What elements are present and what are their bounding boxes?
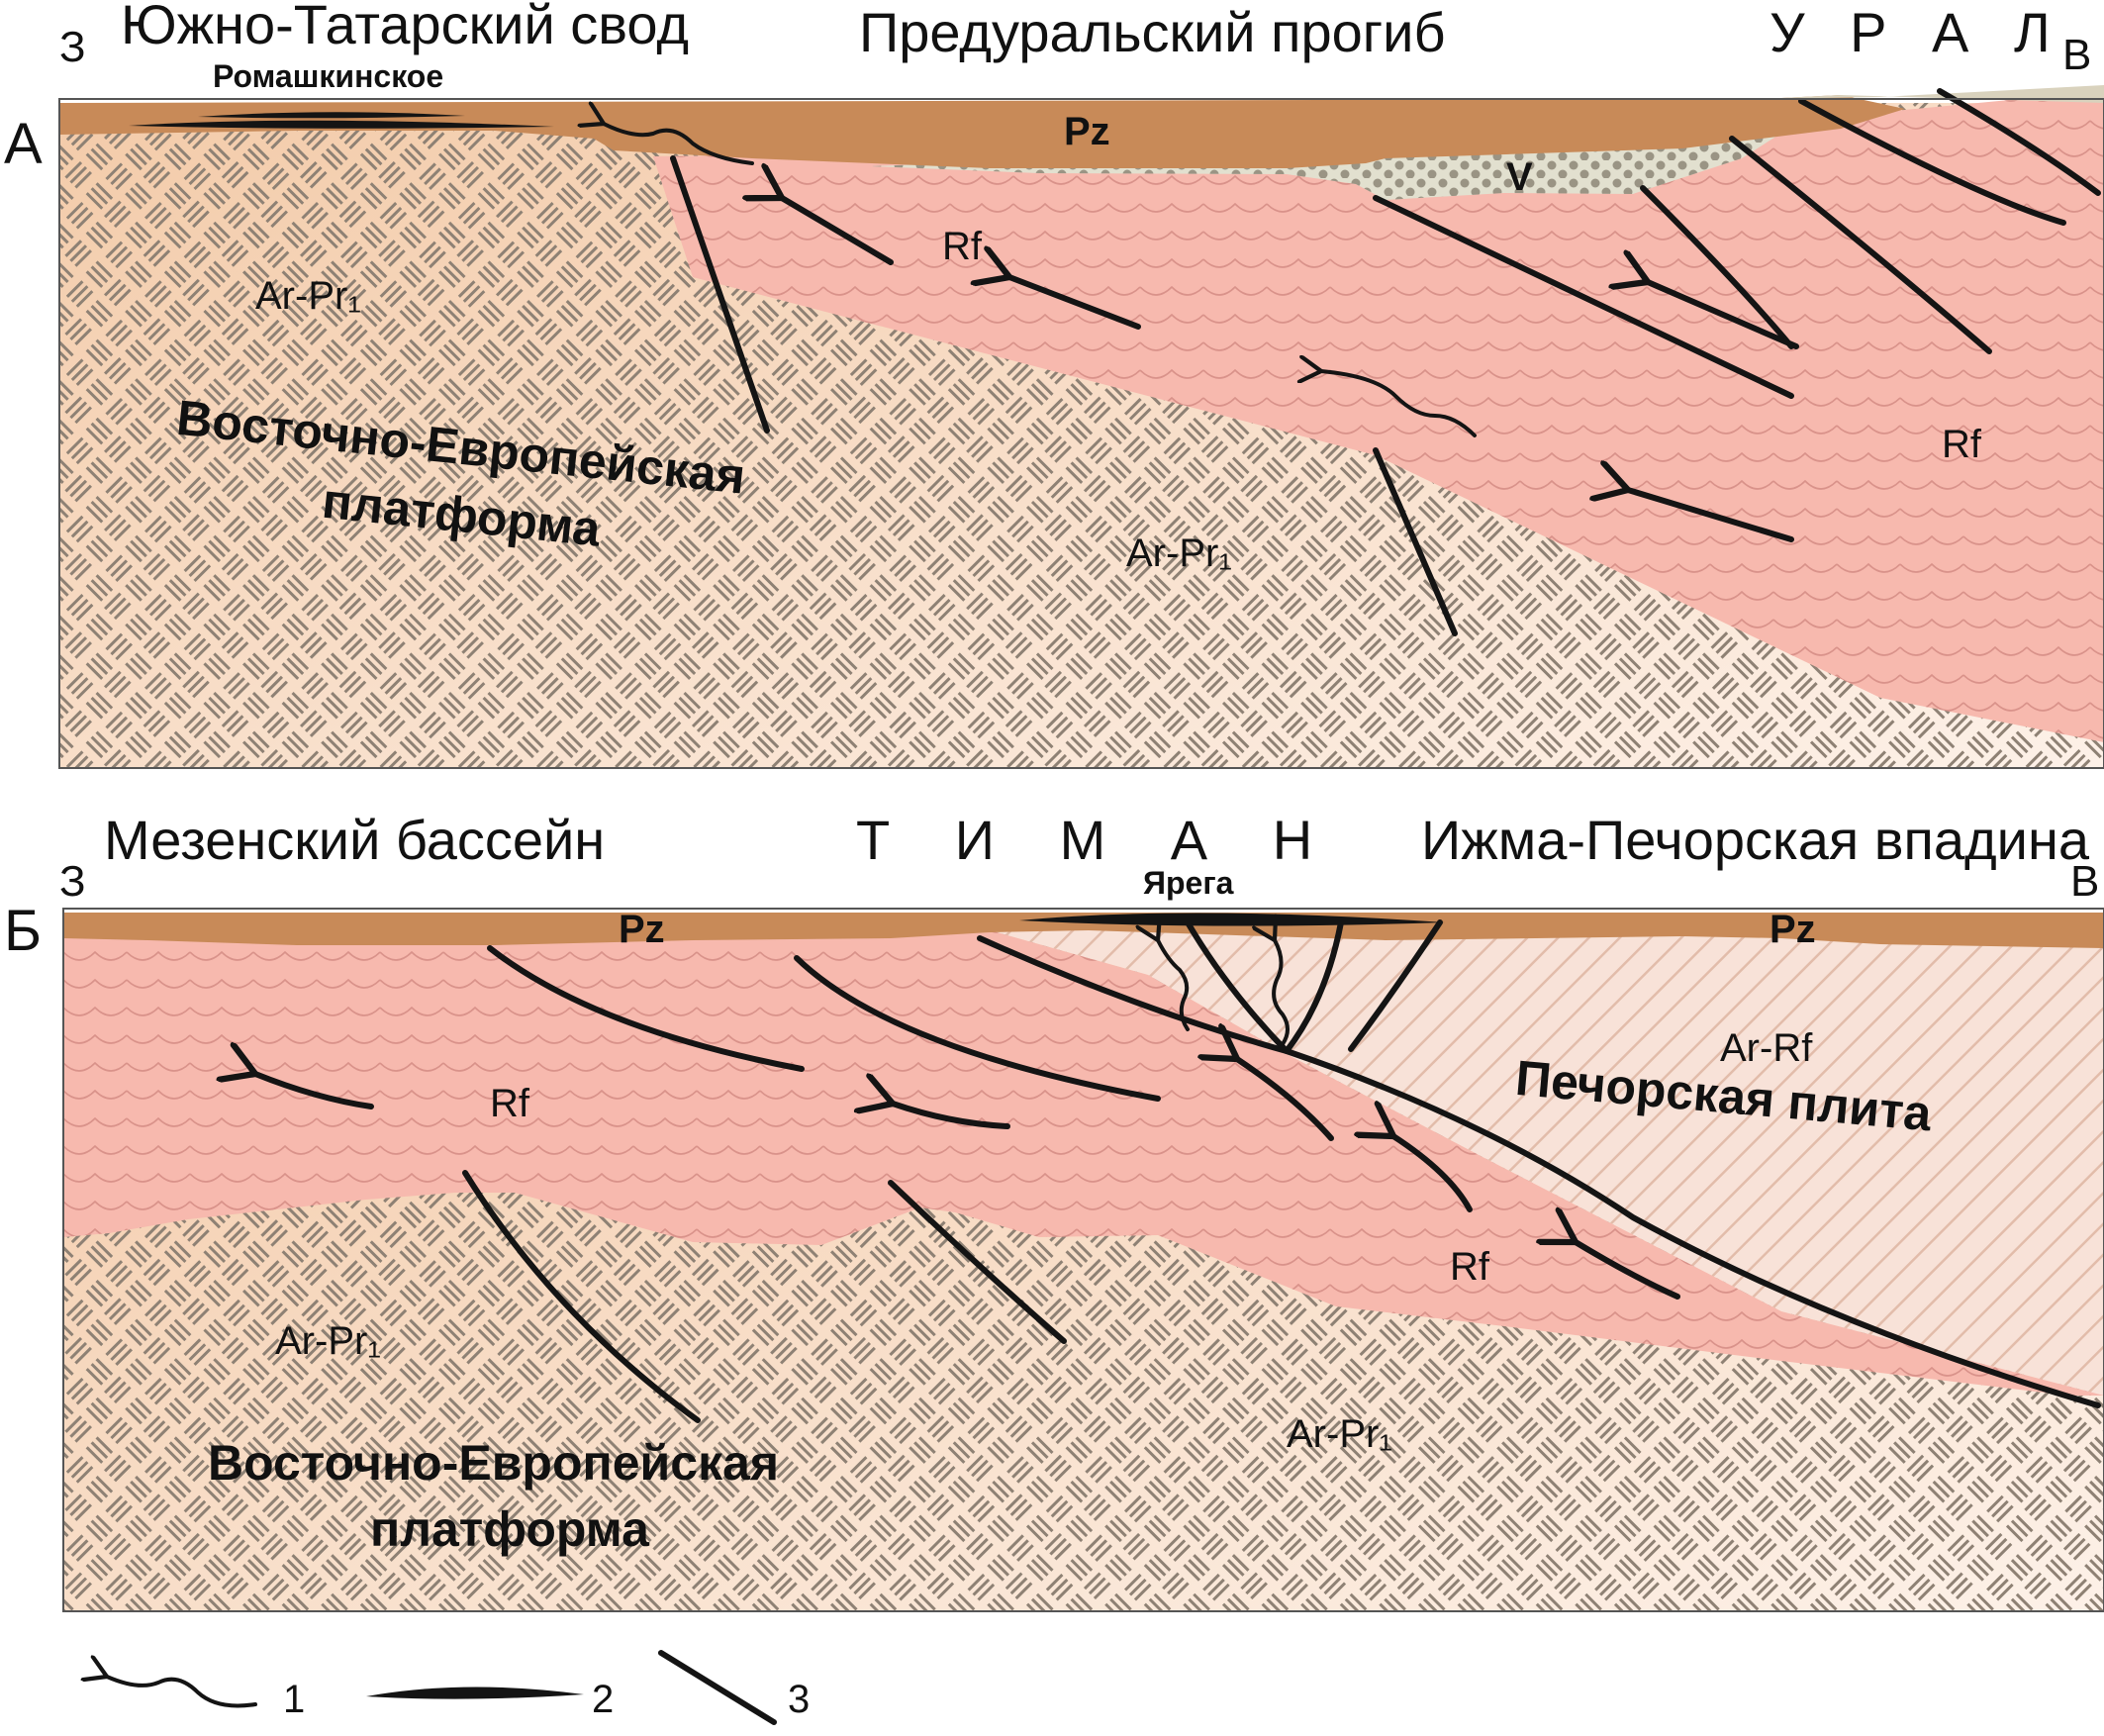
thrust-line xyxy=(1640,185,1794,349)
deposit-romashkino: Ромашкинское xyxy=(213,58,443,94)
unit-pz-east-b: Pz xyxy=(1769,908,1816,951)
side-west-a: З xyxy=(59,23,86,71)
legend-symbol-wavy-arrow xyxy=(107,1677,257,1708)
migration-arrow xyxy=(255,1074,374,1109)
fault-line xyxy=(1373,447,1458,636)
paleozoic-cover-a xyxy=(59,95,1905,168)
thrust-line xyxy=(1798,98,2066,226)
fault-line xyxy=(462,1170,701,1423)
oil-lens-romashkino xyxy=(129,120,554,129)
migration-arrow-wavy xyxy=(1274,940,1290,1046)
deposit-yarega: Ярега xyxy=(1143,865,1234,901)
fault-line xyxy=(888,1180,1067,1344)
paleozoic-cover-b xyxy=(63,913,2104,948)
migration-arrow xyxy=(893,1104,1010,1129)
unit-pz-west-b: Pz xyxy=(619,908,665,951)
region-timan: Т И М А Н xyxy=(856,809,1312,871)
platform-label-b-line2: платформа xyxy=(370,1501,650,1557)
migration-arrow xyxy=(1648,282,1799,349)
unit-rf-west-b: Rf xyxy=(490,1082,530,1125)
unit-ar-pr1-west-a: Ar-Pr₁ xyxy=(255,274,361,318)
legend-label-1: 1 xyxy=(283,1678,305,1721)
migration-arrow-wavy xyxy=(1321,371,1477,437)
migration-arrow xyxy=(1009,277,1141,330)
side-east-a: В xyxy=(2062,31,2091,79)
region-ural: У Р А Л xyxy=(1769,1,2051,63)
panel-b: Б З В Мезенский бассейн Т И М А Н Ижма-П… xyxy=(4,809,2104,1612)
migration-arrow xyxy=(1393,1136,1473,1212)
thrust-line xyxy=(794,955,1161,1102)
region-south-tatar-arch: Южно-Татарский свод xyxy=(121,0,689,55)
unit-ar-pr1-west-b: Ar-Pr₁ xyxy=(275,1319,381,1363)
panel-letter-a: А xyxy=(4,112,43,176)
fault-line xyxy=(1185,919,1290,1054)
unit-pz-a: Pz xyxy=(1064,110,1110,153)
legend-label-3: 3 xyxy=(788,1678,810,1721)
unit-rf-center-b: Rf xyxy=(1450,1245,1490,1289)
fault-line xyxy=(1284,919,1344,1054)
migration-arrow xyxy=(1628,490,1794,542)
panel-letter-b: Б xyxy=(4,899,42,963)
migration-arrow xyxy=(1237,1059,1334,1141)
unit-ar-rf: Ar-Rf xyxy=(1720,1026,1813,1070)
overthrust-line xyxy=(977,935,2101,1408)
unit-rf-east-a: Rf xyxy=(1942,423,1982,466)
migration-arrow xyxy=(782,198,894,265)
migration-arrow xyxy=(1576,1242,1680,1300)
panel-a-frame xyxy=(58,98,2104,769)
legend: 1 2 3 xyxy=(107,1650,810,1725)
region-izhma-pechora: Ижма-Печорская впадина xyxy=(1421,809,2090,871)
legend-symbol-line xyxy=(658,1650,777,1725)
thrust-line xyxy=(487,945,805,1072)
panel-a: А З В Южно-Татарский свод Предуральский … xyxy=(4,0,2104,769)
side-west-b: З xyxy=(59,857,86,906)
side-east-b: В xyxy=(2070,857,2099,906)
fault-line xyxy=(670,155,770,434)
unit-ar-pr1-center-b: Ar-Pr₁ xyxy=(1287,1412,1392,1456)
unit-v: V xyxy=(1506,155,1533,199)
migration-arrow-wavy xyxy=(604,124,754,165)
platform-label-b-line1: Восточно-Европейская xyxy=(208,1435,779,1491)
unit-rf-center-a: Rf xyxy=(942,225,983,268)
fault-line xyxy=(1348,919,1443,1052)
migration-arrow-wavy xyxy=(1158,940,1190,1031)
unit-ar-pr1-center-a: Ar-Pr₁ xyxy=(1126,531,1232,575)
region-mezen-basin: Мезенский бассейн xyxy=(104,809,605,871)
region-pre-ural-trough: Предуральский прогиб xyxy=(859,1,1446,63)
legend-symbol-lens xyxy=(366,1687,584,1699)
thrust-line xyxy=(1729,136,1992,354)
legend-label-2: 2 xyxy=(592,1678,614,1721)
panel-b-frame xyxy=(62,908,2104,1612)
thrust-line xyxy=(1937,88,2101,196)
